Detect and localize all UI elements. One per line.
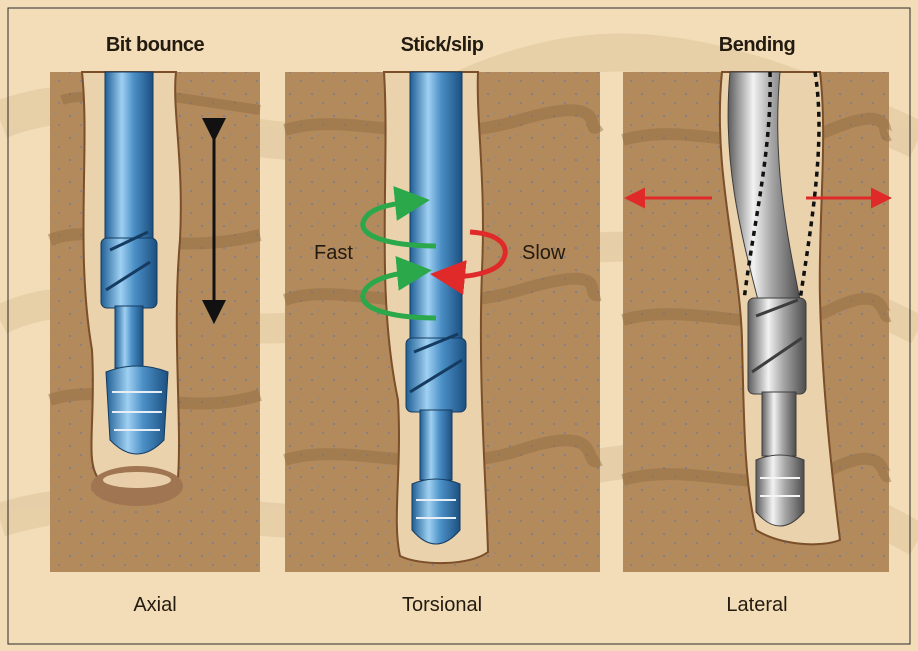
drill-pipe-torsional: [410, 72, 462, 342]
panel-axial: [50, 72, 260, 572]
panel-title-torsional: Stick/slip: [401, 34, 484, 57]
panel-caption-torsional: Torsional: [402, 594, 482, 617]
panel-caption-axial: Axial: [133, 594, 176, 617]
stabilizer-lateral: [748, 298, 806, 394]
stabilizer-axial: [101, 238, 157, 308]
panel-caption-lateral: Lateral: [726, 594, 787, 617]
slow-label: Slow: [522, 242, 565, 265]
fast-label: Fast: [314, 242, 353, 265]
panel-lateral: [623, 72, 889, 572]
panel-title-axial: Bit bounce: [106, 34, 204, 57]
drill-pipe-axial: [105, 72, 153, 242]
panel-torsional: [285, 72, 600, 572]
drill-bit-torsional: [412, 479, 460, 544]
panel-title-lateral: Bending: [719, 34, 796, 57]
drill-bit-axial: [106, 366, 168, 454]
drill-bit-lateral: [756, 455, 804, 526]
